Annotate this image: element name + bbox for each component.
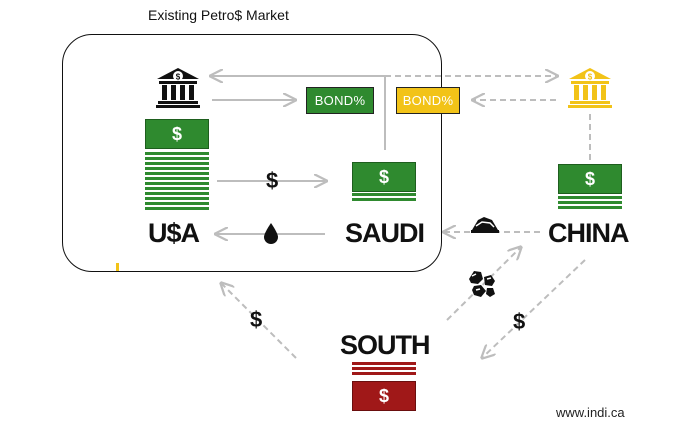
usa-bond: BOND% (306, 87, 374, 114)
south-to-usa-dollar: $ (250, 307, 263, 332)
south-money-stack (352, 362, 416, 375)
usa-dollar-note: $ (145, 119, 209, 149)
arrow-china-to-south (483, 259, 586, 357)
south-dollar-note: $ (352, 381, 416, 411)
arrow-south-to-china (446, 248, 520, 321)
china-to-south-dollar: $ (513, 309, 526, 334)
oil-drop-icon (264, 223, 278, 244)
arrow-south-to-usa (222, 284, 297, 359)
south-label: SOUTH (340, 330, 430, 360)
rocks-icon (469, 271, 495, 297)
china-label: CHINA (548, 218, 629, 248)
bank-icon: $ (156, 68, 200, 108)
source-url: www.indi.ca (556, 405, 625, 420)
usa-money-stack (145, 152, 209, 210)
china-bond: BOND% (396, 87, 460, 114)
ore-icon (471, 217, 499, 233)
china-money-stack (558, 196, 622, 209)
saudi-dollar-note: $ (352, 162, 416, 192)
saudi-money-stack (352, 193, 416, 201)
china-bank-icon: $ (568, 68, 612, 108)
svg-text:$: $ (588, 73, 593, 82)
diagram-title: Existing Petro$ Market (148, 7, 289, 23)
yellow-marker (116, 263, 119, 271)
svg-text:$: $ (176, 73, 181, 82)
usa-label: U$A (148, 218, 200, 248)
usd-flow-symbol: $ (266, 168, 279, 193)
existing-market-boundary (62, 34, 442, 272)
saudi-label: SAUDI (345, 218, 425, 248)
china-dollar-note: $ (558, 164, 622, 194)
